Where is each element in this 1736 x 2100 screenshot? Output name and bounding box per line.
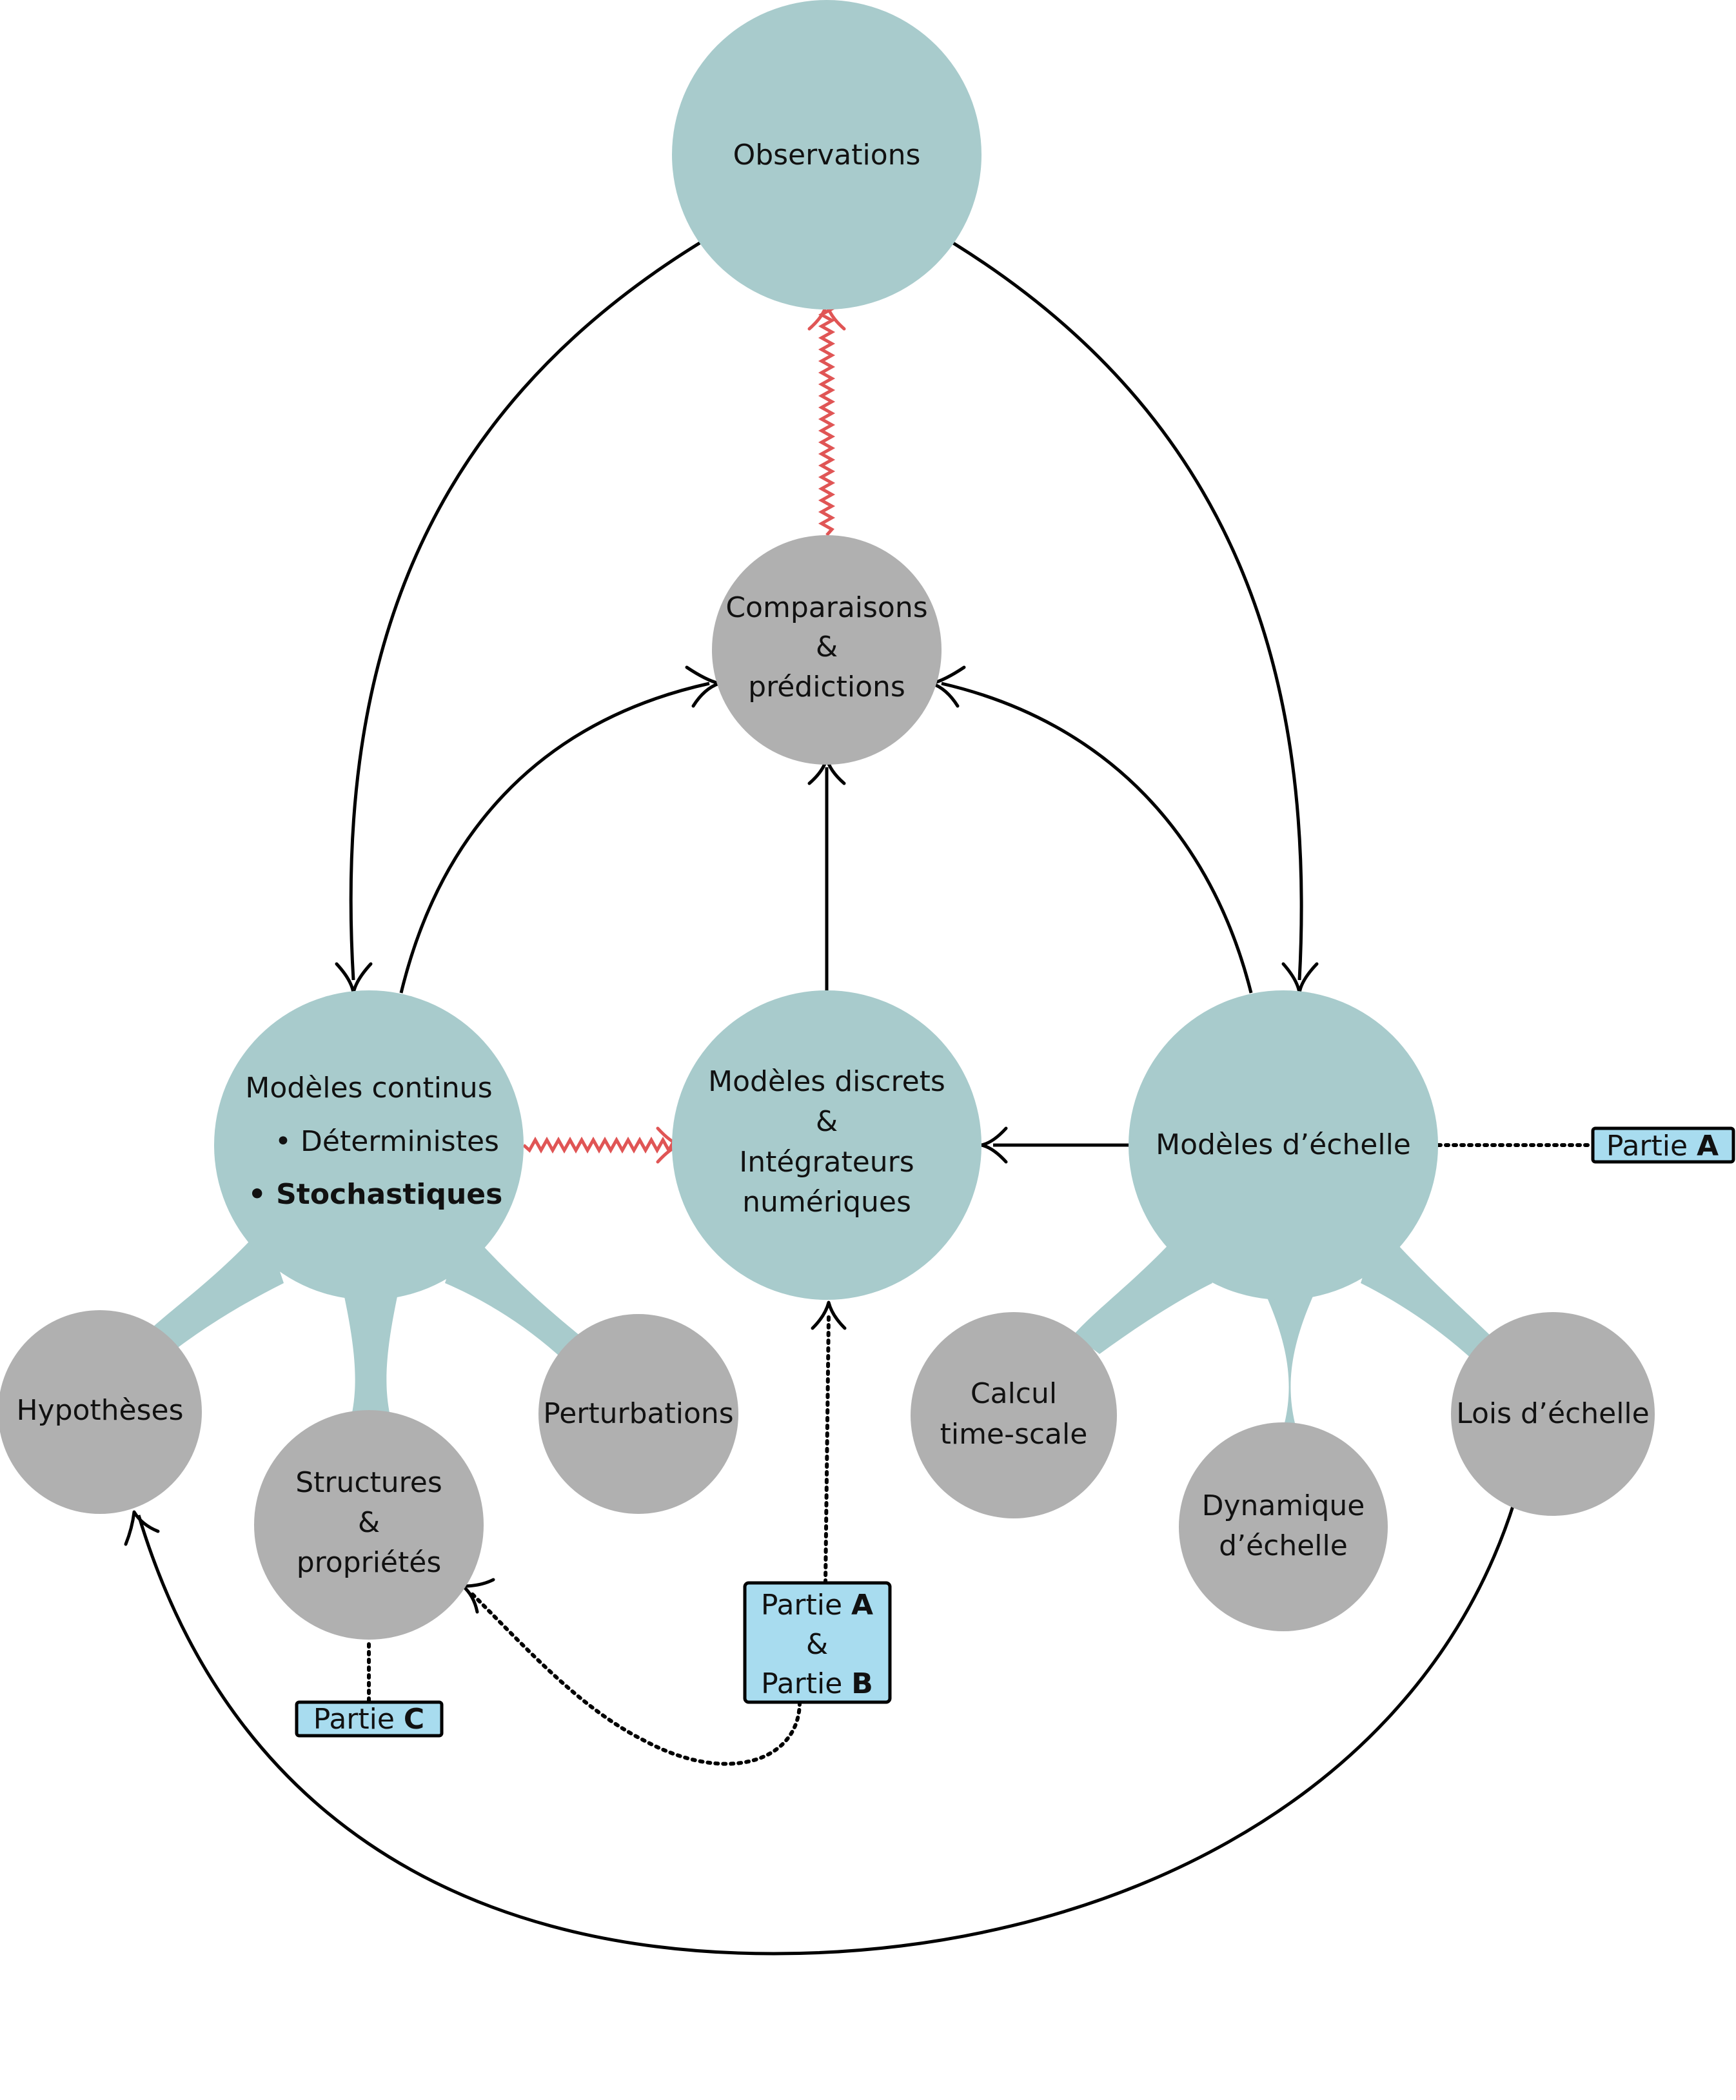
label-structures-3: propriétés	[297, 1546, 442, 1579]
label-discrets-1: Modèles discrets	[708, 1065, 945, 1098]
label-echelle: Modèles d’échelle	[1156, 1128, 1411, 1161]
node-hypotheses	[0, 1310, 202, 1514]
label-continus-item1: • Déterministes	[275, 1125, 499, 1158]
label-dynamique-1: Dynamique	[1202, 1489, 1365, 1522]
label-observations: Observations	[733, 139, 921, 172]
svg-text:Partie B: Partie B	[761, 1667, 873, 1700]
red-edge-continus-discrets	[522, 1136, 679, 1154]
node-observations	[672, 0, 981, 309]
label-calcul-2: time-scale	[940, 1418, 1088, 1451]
node-calcul	[911, 1312, 1117, 1518]
label-comparaisons-2: &	[816, 631, 838, 663]
label-discrets-2: &	[816, 1105, 838, 1138]
label-structures-2: &	[358, 1506, 380, 1539]
arrowhead-hypotheses	[124, 1510, 160, 1546]
node-structures	[254, 1410, 484, 1640]
node-perturbations	[538, 1314, 738, 1514]
label-continus-item2: • Stochastiques	[248, 1178, 503, 1211]
label-perturbations: Perturbations	[543, 1397, 733, 1430]
red-edge-comparaisons-observations	[818, 306, 837, 536]
edge-echelle-comparaisons	[941, 682, 1253, 994]
dotted-partieab-structures	[469, 1591, 802, 1766]
label-comparaisons-1: Comparaisons	[725, 591, 927, 624]
edge-lois-hypotheses	[137, 1502, 1516, 1956]
arrowhead-structures	[461, 1578, 495, 1614]
svg-text:&: &	[806, 1628, 828, 1661]
label-dynamique-2: d’échelle	[1219, 1529, 1348, 1562]
svg-text:Partie A: Partie A	[1606, 1130, 1719, 1163]
continus-blob	[139, 1225, 587, 1428]
node-echelle	[1129, 990, 1438, 1300]
svg-text:Partie A: Partie A	[761, 1589, 873, 1622]
edge-observations-echelle	[950, 240, 1303, 981]
label-discrets-3: Intégrateurs	[739, 1146, 914, 1179]
node-dynamique	[1179, 1422, 1388, 1631]
edge-continus-comparaisons	[399, 682, 710, 994]
label-comparaisons-3: prédictions	[748, 671, 905, 703]
label-hypotheses: Hypothèses	[16, 1394, 183, 1427]
node-discrets	[672, 990, 981, 1300]
label-lois: Lois d’échelle	[1456, 1397, 1649, 1430]
node-continus	[214, 990, 524, 1300]
edge-observations-continus	[349, 240, 703, 981]
node-comparaisons	[712, 535, 942, 765]
dotted-partieab-discrets	[824, 1313, 831, 1585]
label-continus-title: Modèles continus	[245, 1072, 492, 1104]
label-discrets-4: numériques	[742, 1186, 911, 1219]
node-lois	[1451, 1312, 1655, 1516]
tag-partie-c: Partie C	[295, 1700, 444, 1738]
label-calcul-1: Calcul	[971, 1377, 1057, 1410]
tag-partie-ab: Partie A & Partie B	[743, 1581, 892, 1704]
label-structures-1: Structures	[295, 1466, 442, 1499]
svg-text:Partie C: Partie C	[313, 1703, 424, 1736]
arrowhead-discrets-bottom	[811, 1300, 847, 1330]
tag-partie-a-right: Partie A	[1591, 1126, 1735, 1164]
